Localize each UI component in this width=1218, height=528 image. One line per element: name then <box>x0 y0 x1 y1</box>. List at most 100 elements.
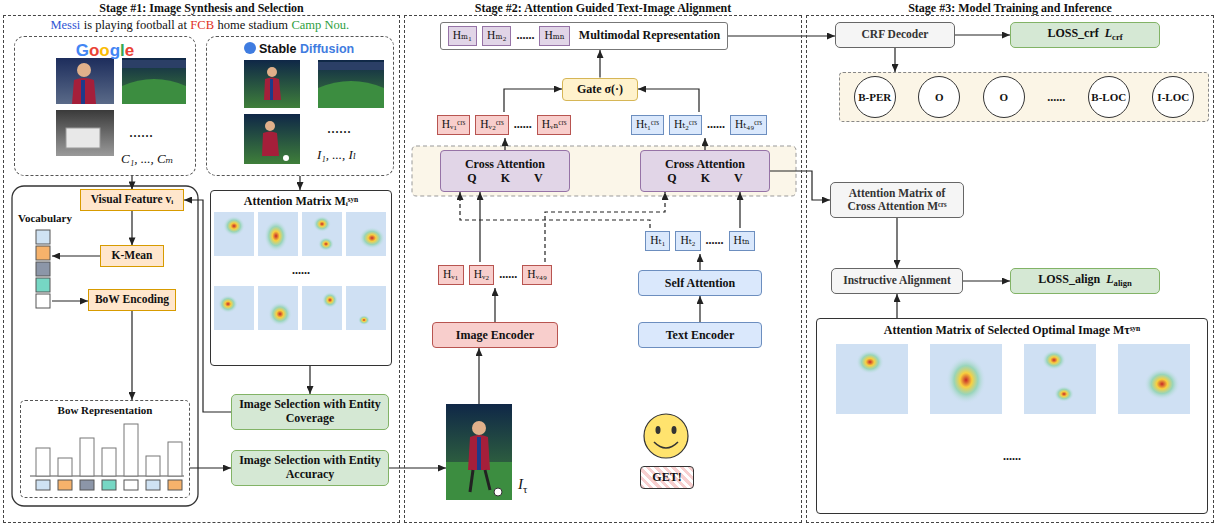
text-group: Cross AttentionQKV <box>655 157 754 186</box>
generated-photo-part <box>264 78 281 101</box>
vector-cell: Hₜ₁ᶜʳˢ <box>631 115 664 135</box>
connector <box>184 200 231 412</box>
heatmap-part <box>258 286 298 330</box>
ellipsis: ...... <box>1047 90 1065 105</box>
connector <box>728 35 835 36</box>
vector-cell: Hₜ₂ <box>675 231 700 251</box>
vector-cell: B-PER <box>854 76 896 118</box>
connector <box>704 138 705 150</box>
bow-histogram-part <box>102 480 116 490</box>
bow-histogram-part <box>36 448 50 476</box>
text-group: Image Encoder <box>456 328 534 343</box>
smiley-face-part <box>644 414 688 458</box>
generated-photo <box>244 114 300 164</box>
feature-row: Hᵥ₁ᶜʳˢHᵥ₂ᶜʳˢ......Hᵥₙᶜʳˢ <box>414 112 594 138</box>
selected-photo-part <box>446 404 512 500</box>
sentence-line: Messiis playing football atFCBhome stadi… <box>3 18 400 33</box>
heatmap-part-part <box>302 212 342 256</box>
cell-row: Hᵥ₁Hᵥ₂......Hᵥ₄₉ <box>438 265 552 285</box>
connector <box>299 176 300 190</box>
ellipsis: ...... <box>707 117 725 132</box>
text-part: G <box>76 41 89 60</box>
vocabulary-stack-part <box>36 230 50 244</box>
vocabulary-stack <box>36 230 50 308</box>
generated-photo-part <box>262 132 279 157</box>
text-part: crf <box>1112 32 1123 42</box>
bow-histogram-part <box>58 458 72 476</box>
vector-cell: B-LOC <box>1088 76 1130 118</box>
cell-row: Hₘ₁Hₘ₂......HₘₙMultimodal Representation <box>448 26 721 46</box>
encoder-box: Image Encoder <box>432 322 558 348</box>
text-group: Self Attention <box>665 276 735 291</box>
heatmap-part-part <box>313 216 331 232</box>
box-label: Instructive Alignment <box>843 274 951 287</box>
vector-cell: Hₘ₁ <box>448 26 477 46</box>
decoder-box: CRF Decoder <box>835 22 955 48</box>
port-label: K <box>701 171 710 185</box>
port-label: V <box>534 171 543 185</box>
heatmap-part-part <box>214 286 254 330</box>
text-group: Gate σ(·) <box>577 82 623 97</box>
connector <box>699 296 700 322</box>
bow-histogram-part <box>80 438 94 476</box>
bow-histogram-part <box>124 480 138 490</box>
connector <box>955 34 1010 35</box>
box-label: Multimodal Representation <box>579 28 720 43</box>
search-photo-part <box>72 78 96 104</box>
ellipsis: ...... <box>514 117 532 132</box>
selected-photo-part <box>477 437 481 470</box>
vector-cell: Hᵥ₄₉ <box>522 265 552 285</box>
vector-cell: Hₜ₁ <box>645 231 670 251</box>
vector-cell: I-LOC <box>1152 76 1194 118</box>
port-label: Q <box>667 171 676 185</box>
vocabulary-stack-part <box>36 294 50 308</box>
connector <box>494 288 495 322</box>
generated-photo <box>244 60 300 108</box>
vector-cell: Hᵥ₁ᶜʳˢ <box>437 115 471 135</box>
box-label: BoW Encoding <box>95 293 169 306</box>
source-box: Google......C₁, ..., Cₘ <box>14 36 196 176</box>
search-photo <box>56 110 114 156</box>
box-label: Self Attention <box>665 276 735 291</box>
text-part: o <box>89 41 99 60</box>
heatmap-part <box>214 212 254 256</box>
bow-histogram-part <box>146 480 160 490</box>
process-box: BoW Encoding <box>88 289 176 310</box>
generated-photo-part <box>318 60 384 108</box>
box-label: Gate σ(·) <box>577 82 623 97</box>
connector <box>504 138 505 150</box>
selection-frame <box>12 186 198 506</box>
box-label: GET! <box>652 470 681 485</box>
port-row: QKV <box>455 171 554 185</box>
generated-photo-part <box>244 114 300 164</box>
text-part: Stable <box>259 42 297 56</box>
text-part: I <box>518 476 523 492</box>
representation-row: Hₘ₁Hₘ₂......HₘₙMultimodal Representation <box>440 22 728 50</box>
sentence-word: Camp Nou. <box>291 18 349 33</box>
text-group: Instructive Alignment <box>843 274 951 287</box>
sentence-word: is playing football at <box>84 18 187 33</box>
box-label: Cross Attention <box>655 157 754 171</box>
connector <box>963 280 1010 281</box>
bow-histogram-part <box>102 448 116 476</box>
connector <box>699 254 700 270</box>
heatmap-part <box>214 286 254 330</box>
text-part <box>297 42 300 56</box>
bow-histogram-part <box>146 456 160 476</box>
gate-box: Gate σ(·) <box>562 78 638 101</box>
generated-photo-part <box>244 60 300 108</box>
box-note: ...... <box>129 123 153 141</box>
search-photo-part <box>81 80 85 104</box>
connector <box>460 192 650 228</box>
box-title: Bow Representation <box>21 404 189 416</box>
sentence-word: home stadium <box>218 18 288 33</box>
heatmap-part-part <box>836 344 908 414</box>
process-box: K-Mean <box>100 245 164 266</box>
selected-photo-part <box>485 470 490 490</box>
selected-photo <box>446 404 512 500</box>
cell-row: B-PEROO......B-LOCI-LOC <box>845 76 1203 118</box>
selected-photo-part <box>468 435 490 470</box>
heatmap-part-part <box>223 216 245 236</box>
feature-row: Hₜ₁ᶜʳˢHₜ₂ᶜʳˢ......Hₜ₄₉ᶜʳˢ <box>606 112 792 138</box>
